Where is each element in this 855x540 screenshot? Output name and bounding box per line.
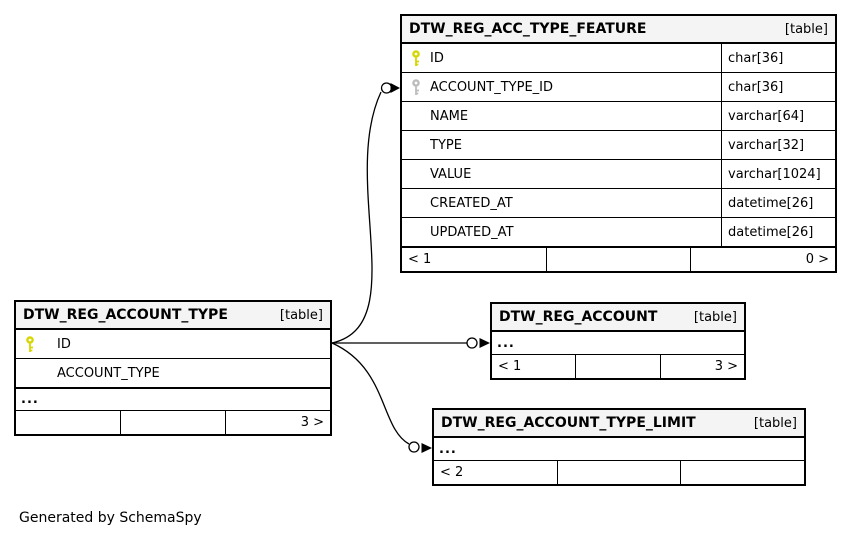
table-header[interactable]: DTW_REG_ACCOUNT_TYPE_LIMIT [table] (434, 410, 804, 438)
footer-center (547, 248, 692, 271)
table-row: ID char[36] (402, 44, 835, 73)
column-type: datetime[26] (721, 218, 835, 246)
table-tag: [table] (279, 307, 323, 323)
generated-by-credit: Generated by SchemaSpy (19, 510, 202, 526)
column-name: ACCOUNT_TYPE_ID (430, 79, 554, 95)
table-dtw-reg-account-type[interactable]: DTW_REG_ACCOUNT_TYPE [table] ID ACCOUNT_… (14, 300, 332, 436)
column-name: ID (57, 336, 71, 352)
footer-parents-count: < 1 (402, 248, 547, 271)
foreign-key-icon (402, 73, 430, 101)
column-type: char[36] (721, 44, 835, 72)
column-type: varchar[64] (721, 102, 835, 130)
column-type: datetime[26] (721, 189, 835, 217)
footer-children-count (681, 461, 804, 484)
column-name: UPDATED_AT (430, 224, 514, 240)
table-footer: 3 > (16, 411, 330, 434)
table-title: DTW_REG_ACC_TYPE_FEATURE (409, 21, 647, 37)
table-title: DTW_REG_ACCOUNT (499, 309, 658, 325)
table-row: TYPE varchar[32] (402, 131, 835, 160)
edge-account-type-to-feature (331, 91, 382, 344)
key-icon-spacer (402, 131, 430, 159)
footer-center (121, 411, 226, 434)
column-name: VALUE (430, 166, 472, 182)
key-icon-spacer (402, 189, 430, 217)
hidden-columns-ellipsis: ... (434, 438, 804, 461)
footer-center (576, 355, 661, 378)
hidden-columns-ellipsis: ... (16, 389, 330, 411)
table-tag: [table] (753, 415, 797, 431)
key-icon-spacer (402, 160, 430, 188)
key-icon-spacer (402, 218, 430, 246)
table-header[interactable]: DTW_REG_ACC_TYPE_FEATURE [table] (402, 16, 835, 44)
table-row: ID (16, 330, 330, 359)
key-icon-spacer (402, 102, 430, 130)
table-dtw-reg-acc-type-feature[interactable]: DTW_REG_ACC_TYPE_FEATURE [table] ID char… (400, 14, 837, 273)
table-row: NAME varchar[64] (402, 102, 835, 131)
hidden-columns-ellipsis: ... (492, 332, 744, 355)
column-type: varchar[1024] (721, 160, 835, 188)
footer-parents-count: < 1 (492, 355, 577, 378)
table-tag: [table] (693, 309, 737, 325)
table-title: DTW_REG_ACCOUNT_TYPE_LIMIT (441, 415, 696, 431)
footer-children-count: 0 > (805, 252, 830, 267)
column-name: TYPE (430, 137, 462, 153)
table-footer: < 1 0 > (402, 248, 835, 271)
footer-parents-count (16, 411, 121, 434)
edge-circle-feature (380, 82, 393, 94)
column-type: varchar[32] (721, 131, 835, 159)
table-tag: [table] (784, 21, 828, 37)
edge-circle-account (466, 337, 478, 349)
table-row: ACCOUNT_TYPE_ID char[36] (402, 73, 835, 102)
edge-arrow-limit (421, 443, 432, 453)
table-row: ACCOUNT_TYPE (16, 359, 330, 389)
column-name: ID (430, 50, 444, 66)
column-name: CREATED_AT (430, 195, 513, 211)
table-row: UPDATED_AT datetime[26] (402, 218, 835, 248)
edge-circle-limit (408, 441, 420, 453)
table-title: DTW_REG_ACCOUNT_TYPE (23, 307, 228, 323)
key-icon-spacer (16, 359, 57, 387)
column-type: char[36] (721, 73, 835, 101)
footer-center (558, 461, 682, 484)
footer-parents-count: < 2 (434, 461, 558, 484)
table-dtw-reg-account-type-limit[interactable]: DTW_REG_ACCOUNT_TYPE_LIMIT [table] ... <… (432, 408, 806, 486)
footer-children-count: 3 > (300, 415, 324, 430)
column-name: ACCOUNT_TYPE (57, 365, 160, 381)
table-footer: < 2 (434, 461, 804, 484)
table-header[interactable]: DTW_REG_ACCOUNT [table] (492, 304, 744, 332)
edge-arrow-account (479, 338, 490, 348)
primary-key-icon (402, 44, 430, 72)
column-name: NAME (430, 108, 469, 124)
table-row: VALUE varchar[1024] (402, 160, 835, 189)
primary-key-icon (16, 330, 57, 358)
footer-children-count: 3 > (714, 359, 738, 374)
table-dtw-reg-account[interactable]: DTW_REG_ACCOUNT [table] ... < 1 3 > (490, 302, 746, 380)
table-row: CREATED_AT datetime[26] (402, 189, 835, 218)
edge-account-type-to-limit (331, 342, 410, 445)
table-header[interactable]: DTW_REG_ACCOUNT_TYPE [table] (16, 302, 330, 330)
table-footer: < 1 3 > (492, 355, 744, 378)
edge-arrow-feature (390, 83, 400, 93)
